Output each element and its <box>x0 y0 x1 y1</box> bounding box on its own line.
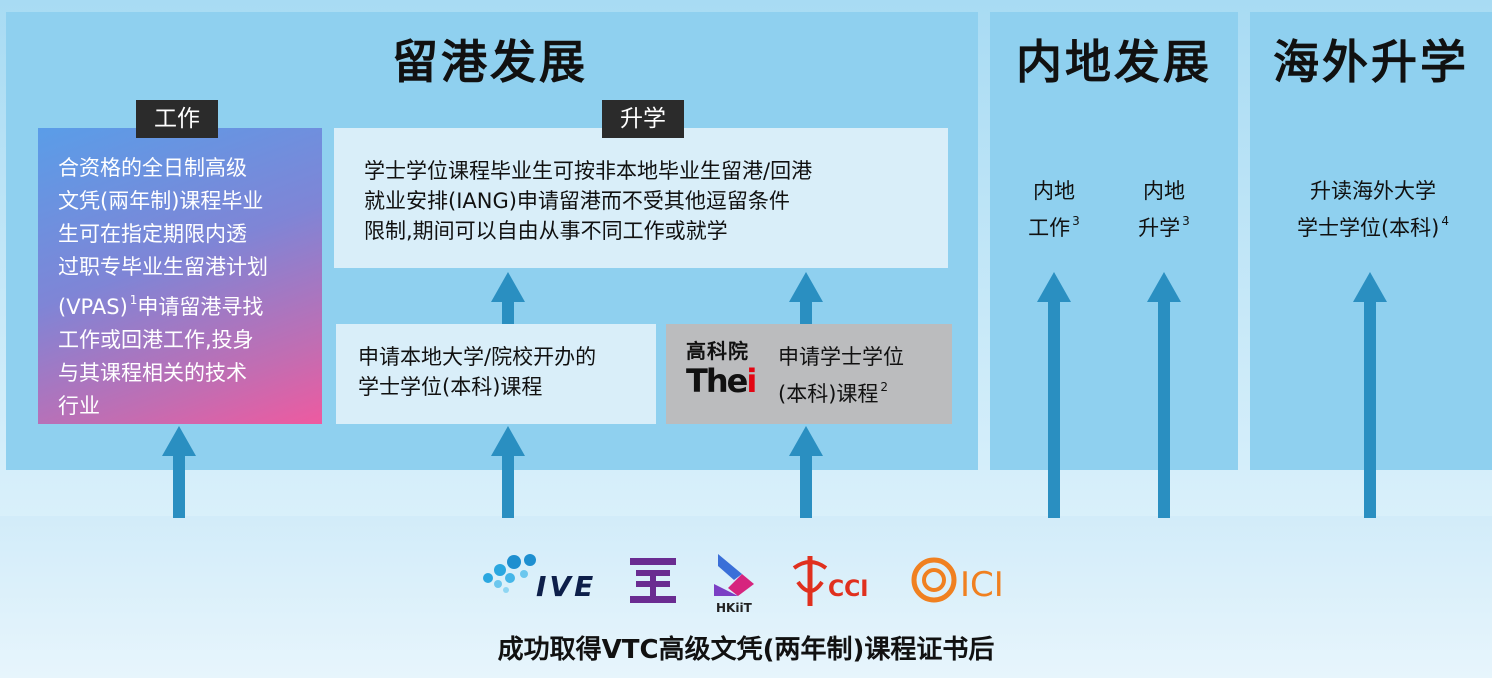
thei-logo-en: Thei <box>686 362 757 400</box>
work-line-6: 工作或回港工作,投身 <box>58 328 254 352</box>
work-line-1: 合资格的全日制高级 <box>58 156 247 180</box>
iang-line-3: 限制,期间可以自由从事不同工作或就学 <box>364 219 728 243</box>
footnote-3: 3 <box>1072 214 1080 228</box>
work-line-8: 行业 <box>58 394 100 418</box>
work-tag: 工作 <box>136 100 218 138</box>
bottom-band <box>0 516 1492 678</box>
hk-development-title: 留港发展 <box>392 35 588 89</box>
work-line-3: 生可在指定期限内透 <box>58 222 247 246</box>
local-line-1: 申请本地大学/院校开办的 <box>358 345 597 369</box>
work-line-5: (VPAS)1申请留港寻找 <box>58 284 306 324</box>
cci-logo: CCI <box>792 556 868 606</box>
arrow-to-mainland-work <box>1037 272 1071 518</box>
work-vpas-box: 合资格的全日制高级 文凭(兩年制)课程毕业 生可在指定期限内透 过职专毕业生留港… <box>38 128 322 424</box>
ive-logo: IVE <box>483 554 596 603</box>
sbi-logo <box>630 558 676 603</box>
arrow-thei-to-iang <box>789 272 823 324</box>
thei-logo: 高科院 Thei <box>686 338 766 398</box>
hkiit-logo: HKiiT <box>714 554 754 615</box>
work-line-2: 文凭(兩年制)课程毕业 <box>58 189 264 213</box>
iang-box: 学士学位课程毕业生可按非本地毕业生留港/回港 就业安排(IANG)申请留港而不受… <box>334 128 948 268</box>
institution-logos: IVE HKiiT CCI ICI <box>483 554 1004 615</box>
overseas-study-title: 海外升学 <box>1273 35 1469 89</box>
local-degree-box: 申请本地大学/院校开办的 学士学位(本科)课程 <box>336 324 656 424</box>
footnote-2: 2 <box>880 380 889 394</box>
work-line-7: 与其课程相关的技术 <box>58 361 247 385</box>
local-line-2: 学士学位(本科)课程 <box>358 375 543 399</box>
svg-text:ICI: ICI <box>960 565 1004 605</box>
svg-text:CCI: CCI <box>828 577 868 602</box>
thei-logo-cn: 高科院 <box>686 339 749 363</box>
footnote-4: 4 <box>1441 214 1450 228</box>
arrow-local-to-iang <box>491 272 525 324</box>
arrow-to-mainland-study <box>1147 272 1181 518</box>
footnote-3b: 3 <box>1182 214 1190 228</box>
footer-caption: 成功取得VTC高级文凭(两年制)课程证书后 <box>497 635 995 665</box>
arrow-to-local-degree <box>491 426 525 518</box>
iang-line-2: 就业安排(IANG)申请留港而不受其他逗留条件 <box>364 189 790 213</box>
svg-text:HKiiT: HKiiT <box>716 601 753 615</box>
iang-line-1: 学士学位课程毕业生可按非本地毕业生留港/回港 <box>364 159 813 183</box>
arrow-to-overseas <box>1353 272 1387 518</box>
vpas-suffix: 申请留港寻找 <box>137 295 264 319</box>
work-line-4: 过职专毕业生留港计划 <box>58 255 268 279</box>
svg-text:IVE: IVE <box>536 570 596 603</box>
overseas-text: 升读海外大学 学士学位(本科)4 <box>1296 179 1450 240</box>
study-tag: 升学 <box>602 100 684 138</box>
mainland-development-title: 内地发展 <box>1016 35 1212 89</box>
vpas-label: (VPAS) <box>58 295 128 319</box>
arrow-to-thei <box>789 426 823 518</box>
mainland-development-panel <box>990 12 1238 470</box>
thei-line-1: 申请学士学位 <box>778 345 904 369</box>
ici-logo: ICI <box>911 557 1004 605</box>
footnote-1: 1 <box>129 293 138 307</box>
arrow-to-work <box>162 426 196 518</box>
